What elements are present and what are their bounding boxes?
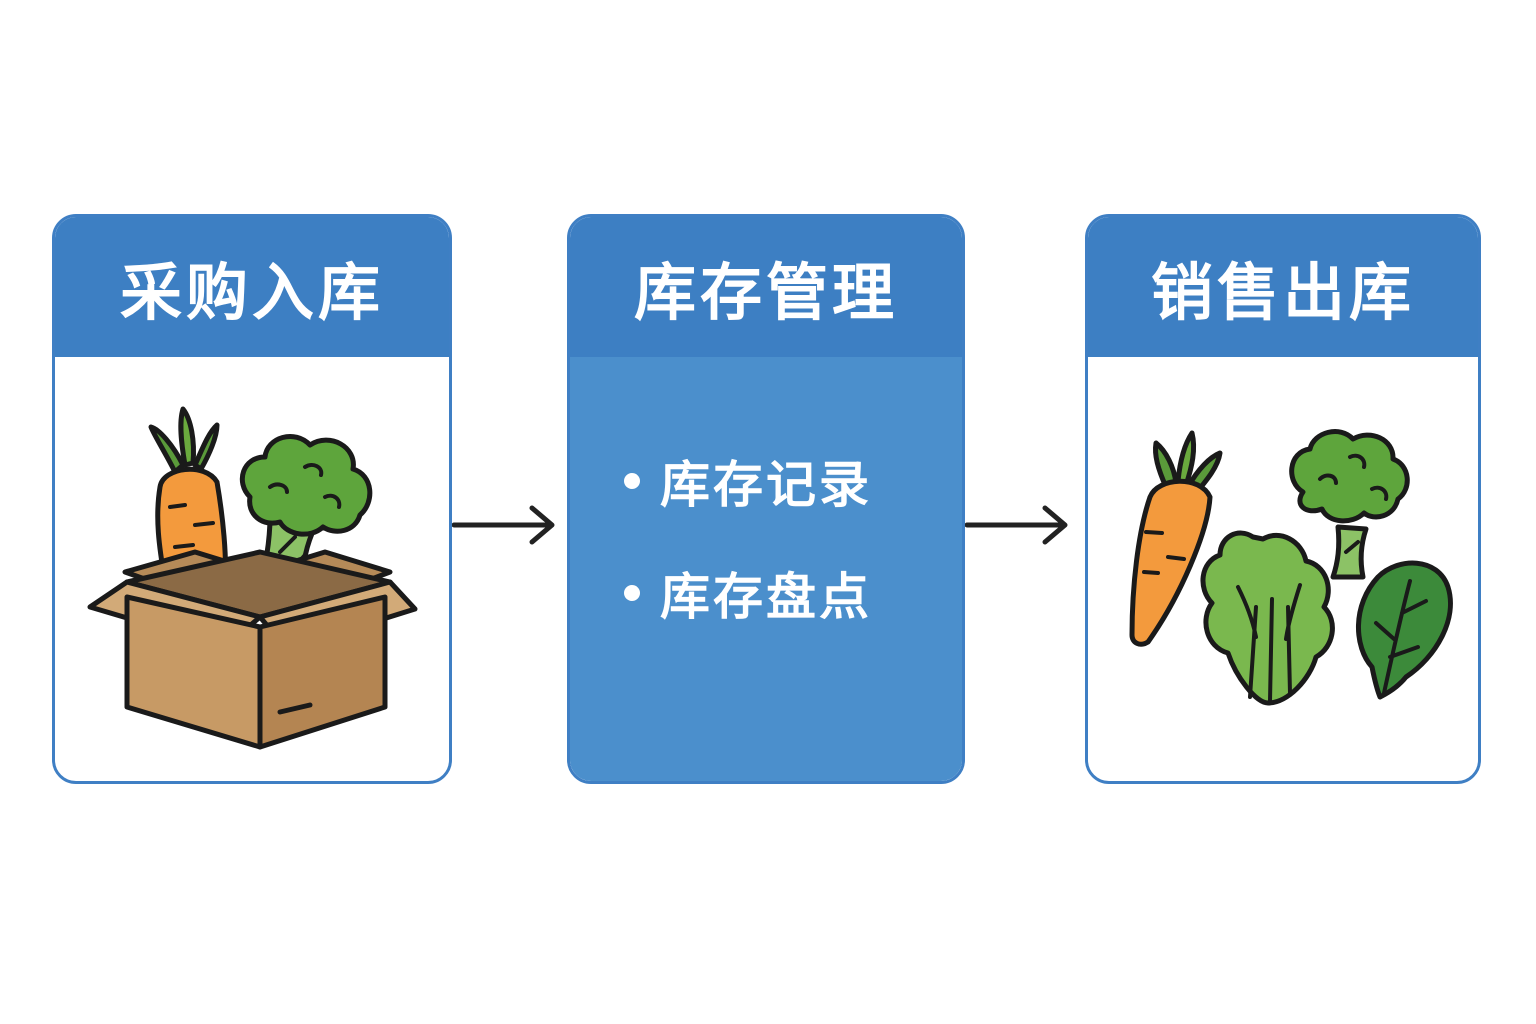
list-item-label: 库存记录 (660, 456, 872, 514)
list-item: 库存记录 (624, 425, 962, 537)
list-item-label: 库存盘点 (660, 568, 872, 626)
step-card-purchase-inbound: 采购入库 (52, 214, 452, 784)
list-item: 库存盘点 (624, 537, 962, 649)
step-card-sales-outbound: 销售出库 (1085, 214, 1481, 784)
vegetables-icon (1129, 429, 1453, 706)
step-body (1088, 357, 1478, 781)
box-with-vegetables-icon (87, 406, 418, 750)
arrow-right-icon (452, 505, 555, 545)
bullet-icon (624, 585, 640, 601)
step-body: 库存记录 库存盘点 (570, 357, 962, 781)
step-title: 销售出库 (1150, 256, 1415, 329)
step-header: 库存管理 (570, 217, 962, 357)
bullet-icon (624, 473, 640, 489)
step-header: 销售出库 (1088, 217, 1478, 357)
step-title: 采购入库 (119, 256, 384, 329)
step-title: 库存管理 (633, 256, 898, 329)
arrow-right-icon (965, 505, 1068, 545)
step-body (55, 357, 449, 781)
task-list: 库存记录 库存盘点 (570, 357, 962, 649)
step-card-inventory-management: 库存管理 库存记录 库存盘点 (567, 214, 965, 784)
step-header: 采购入库 (55, 217, 449, 357)
